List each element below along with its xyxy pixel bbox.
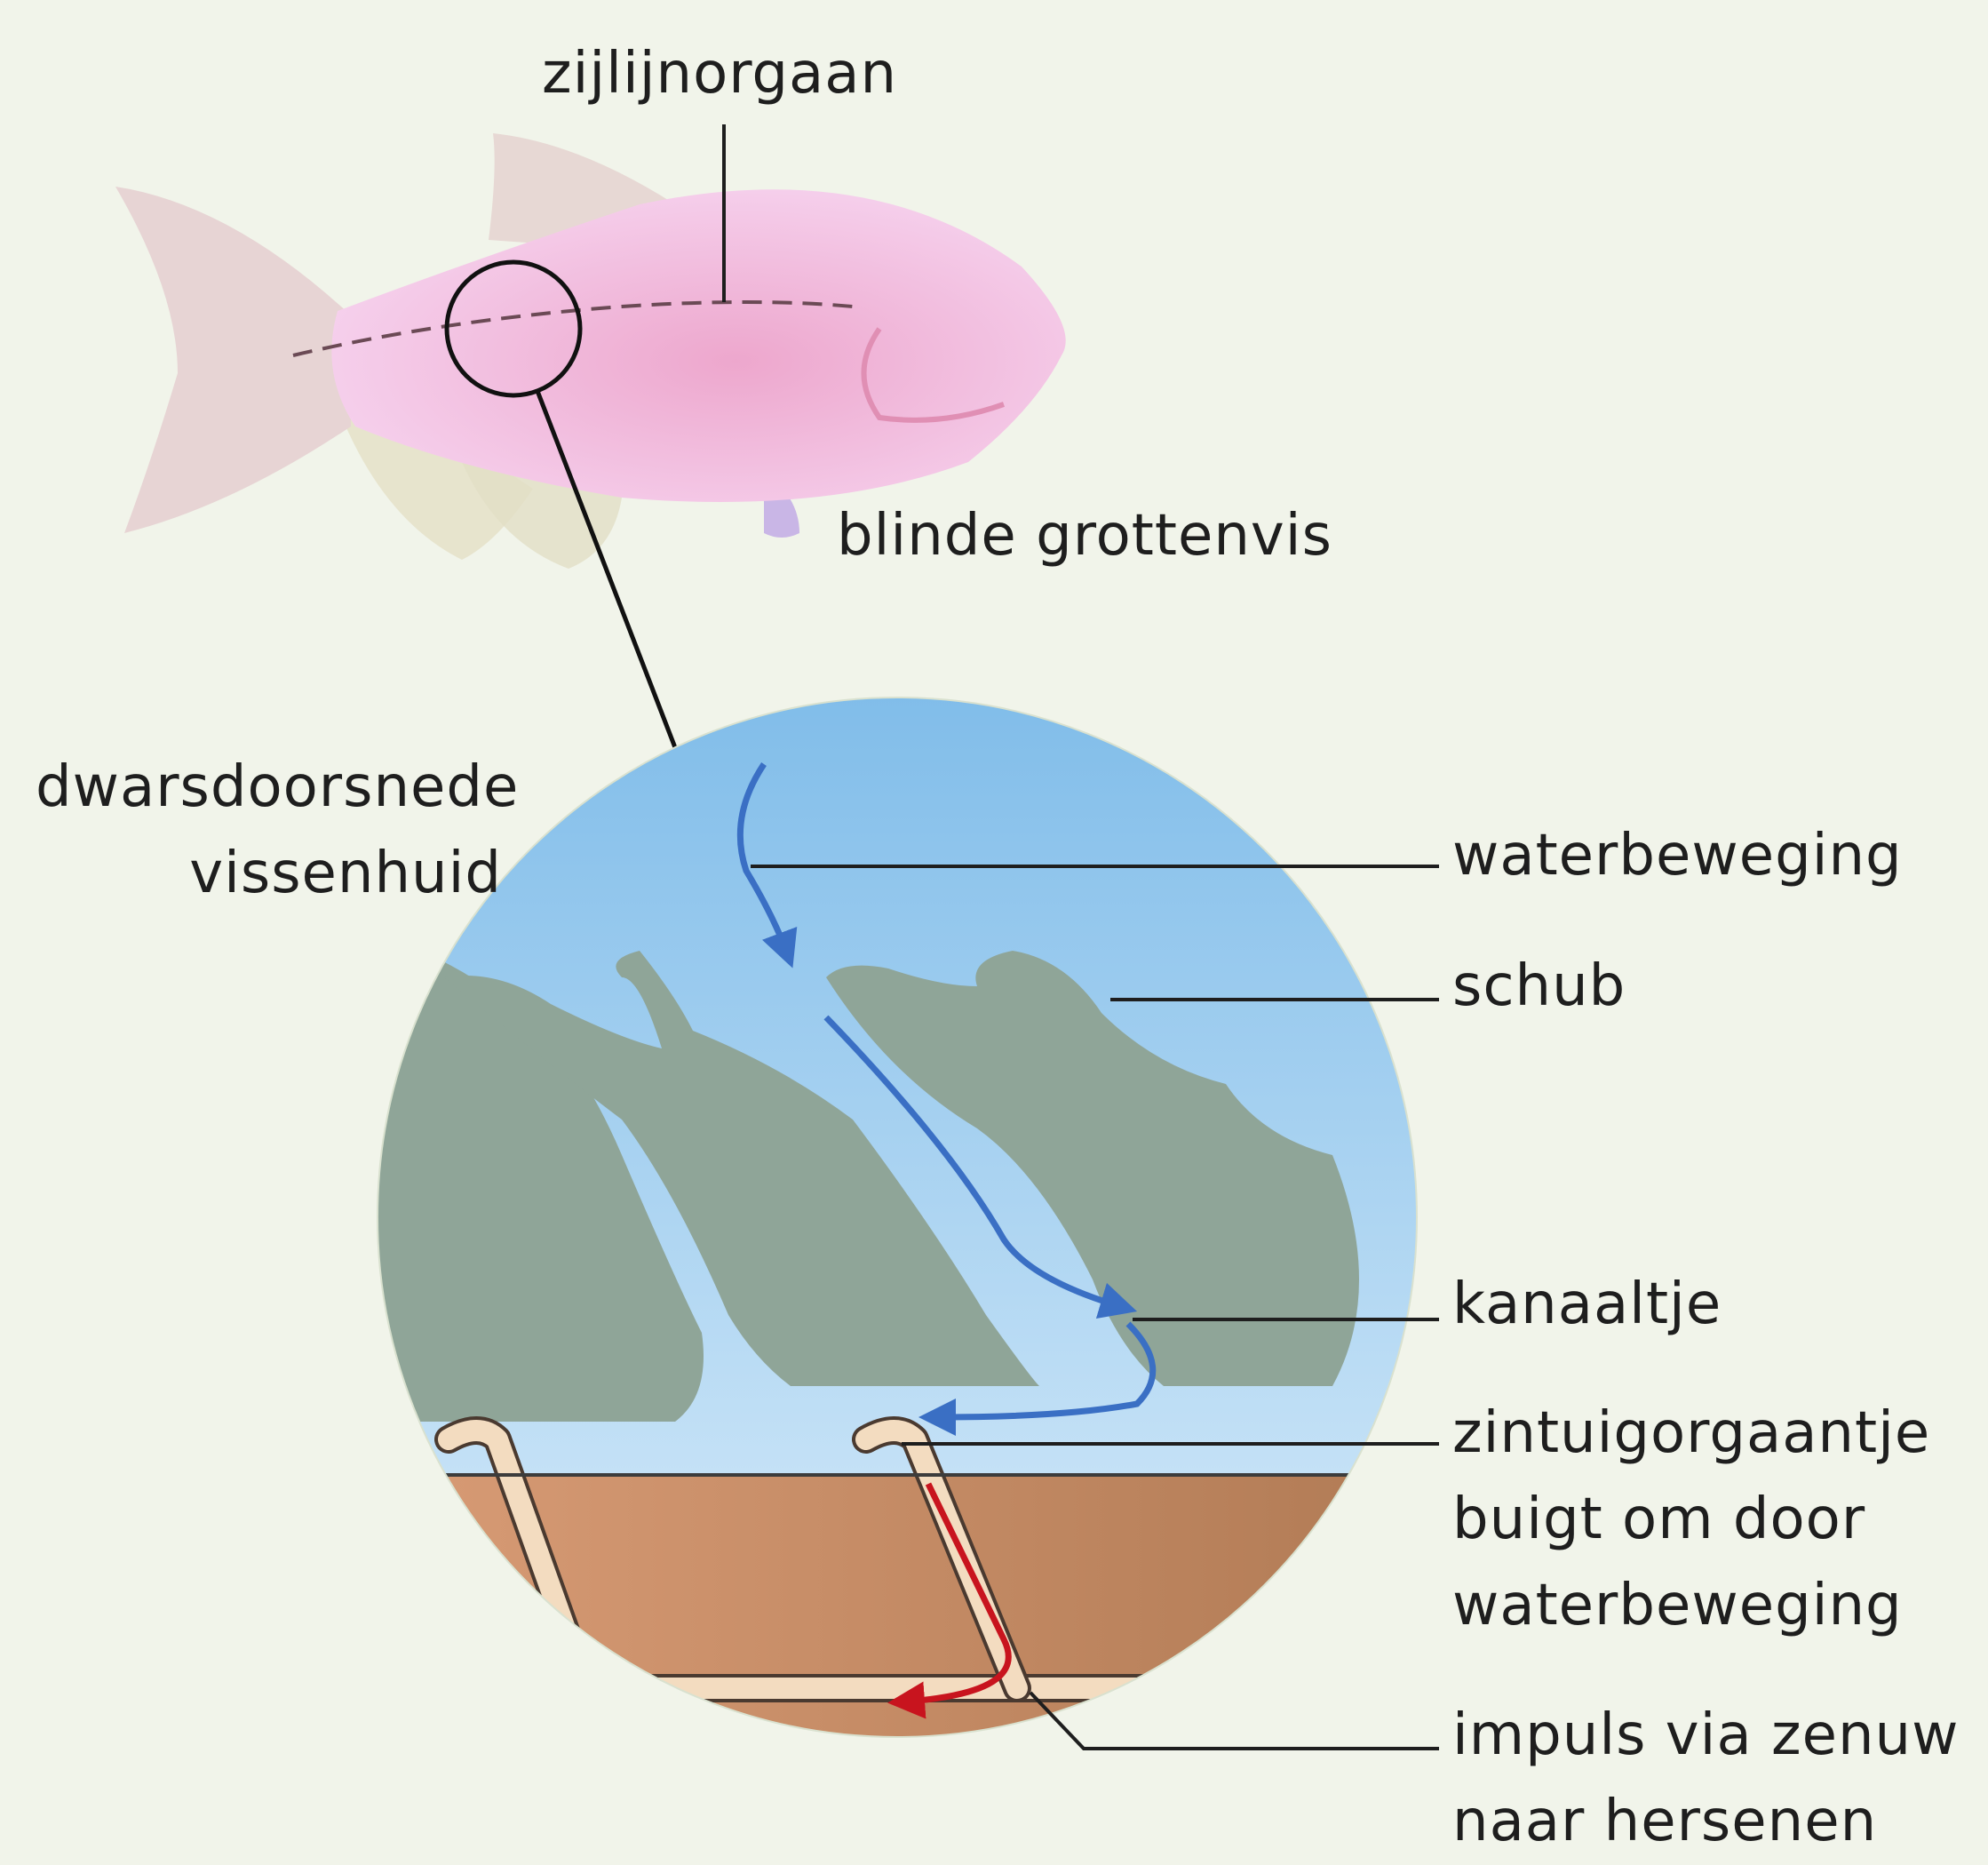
leader-impulse [1030, 1693, 1439, 1749]
label-sense-organ: zintuigorgaantje buigt om door waterbewe… [1452, 1391, 1930, 1649]
label-canal: kanaaltje [1452, 1262, 1722, 1348]
label-water-movement: waterbeweging [1452, 813, 1903, 899]
skin-cross-section [346, 675, 1439, 1741]
label-scale: schub [1452, 944, 1626, 1030]
label-cross-section: dwarsdoorsnede vissenhuid [36, 745, 502, 917]
label-impulse: impuls via zenuw naar hersenen [1452, 1693, 1959, 1865]
tail-fin [115, 187, 351, 533]
label-lateral-line: zijlijnorgaan [542, 31, 897, 117]
label-fish-name: blinde grottenvis [837, 493, 1332, 579]
cave-fish [115, 133, 1066, 789]
fish-body [331, 189, 1065, 502]
